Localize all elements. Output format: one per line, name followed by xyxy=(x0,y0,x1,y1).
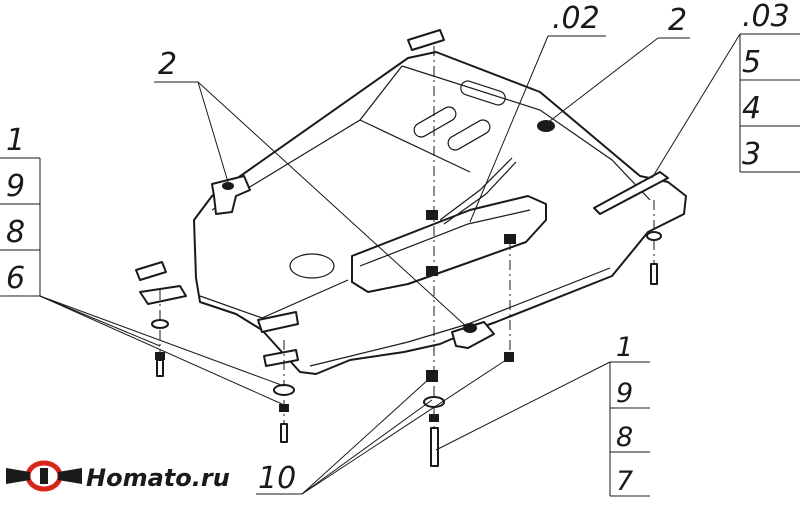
callout-bottom-right-7: 7 xyxy=(616,466,633,497)
callout-left-top-2: 2 xyxy=(158,47,177,82)
leader-lines xyxy=(0,33,800,497)
brand-logo: Homato.ru xyxy=(6,460,230,492)
callout-bottom-right-1: 1 xyxy=(616,332,633,363)
callout-top-right-2: 2 xyxy=(668,3,687,38)
fastener-center-right xyxy=(504,234,516,362)
callout-right-5: 5 xyxy=(742,45,761,80)
callout-right-3: 3 xyxy=(742,137,761,172)
fastener-left xyxy=(151,319,169,377)
logo-wing-right-icon xyxy=(58,468,82,484)
callout-left-6: 6 xyxy=(6,261,25,296)
handle-rod xyxy=(439,157,517,225)
bracket-left-bottom xyxy=(257,311,299,367)
callout-right-4: 4 xyxy=(742,91,761,126)
callout-bottom-right-8: 8 xyxy=(616,422,633,453)
fastener-right xyxy=(646,231,662,285)
callout-left-9: 9 xyxy=(6,169,25,204)
brand-name: Homato.ru xyxy=(86,464,230,492)
bracket-center-bottom xyxy=(451,321,495,349)
fastener-left-bottom xyxy=(273,384,295,443)
callout-bottom-10: 10 xyxy=(258,461,296,496)
callout-top-ref: .02 xyxy=(552,1,600,36)
bracket-right xyxy=(537,120,669,215)
skid-plate xyxy=(135,51,687,375)
bracket-top xyxy=(407,29,445,51)
callout-bottom-right-9: 9 xyxy=(616,378,633,409)
callout-left-1: 1 xyxy=(6,123,25,158)
logo-h-icon xyxy=(40,468,48,484)
callout-left-8: 8 xyxy=(6,215,25,250)
callout-right-ref: .03 xyxy=(742,0,790,34)
logo-wing-left-icon xyxy=(6,468,30,484)
bracket-left-top xyxy=(211,175,251,215)
